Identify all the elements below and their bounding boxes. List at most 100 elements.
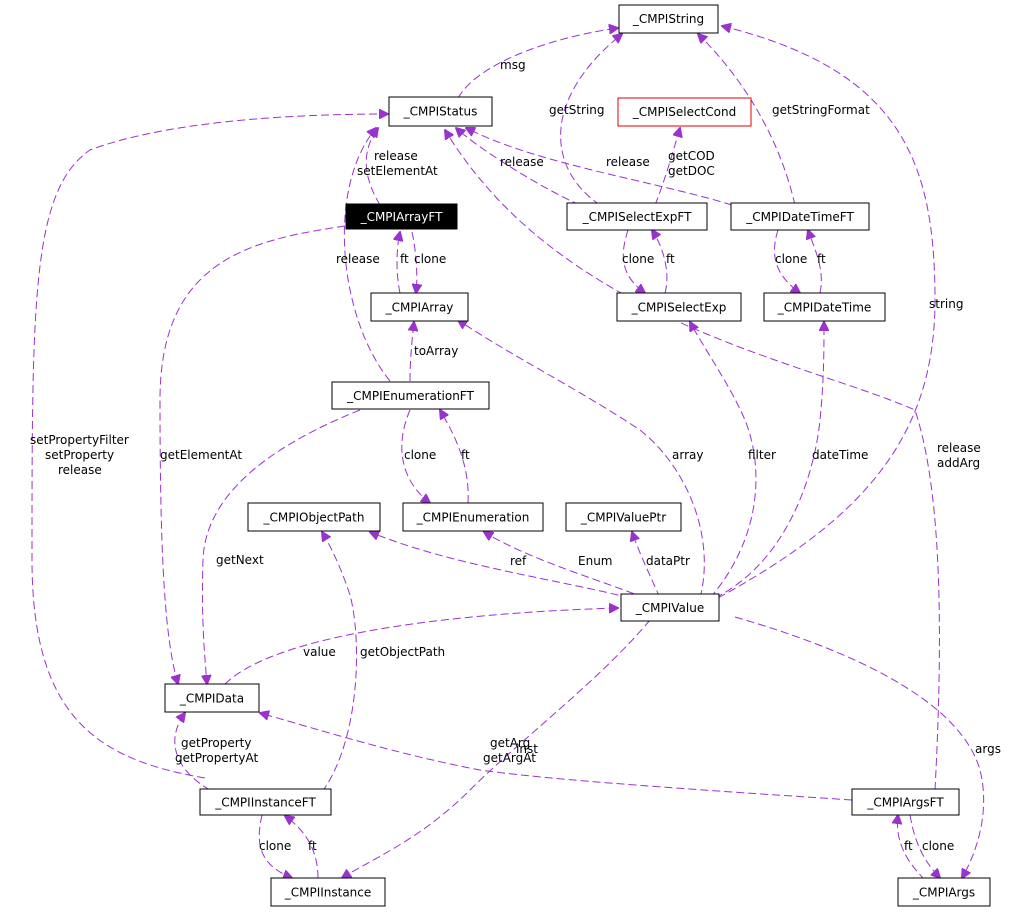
label-release-arrayft: release [336, 252, 380, 266]
edge-clone-inst [258, 814, 292, 878]
label-get-property-at: getPropertyAt [175, 751, 258, 765]
node-label: _CMPIArgs [912, 886, 975, 900]
edge-clone-selexp [622, 229, 645, 293]
node-cmpi-value-ptr[interactable]: _CMPIValuePtr [565, 502, 682, 532]
label-get-property: getProperty [181, 736, 251, 750]
edge-clone-args [909, 814, 940, 878]
edge-array [458, 320, 705, 599]
edge-msg [457, 28, 618, 99]
edge-data-ptr [632, 532, 661, 599]
label-get-arg-at: getArgAt [483, 751, 536, 765]
label-add-arg: addArg [937, 456, 980, 470]
node-cmpi-date-time-ft[interactable]: _CMPIDateTimeFT [730, 202, 870, 231]
edge-ft-array [397, 232, 400, 294]
node-label: _CMPIEnumeration [416, 511, 530, 525]
node-cmpi-array[interactable]: _CMPIArray [370, 292, 469, 322]
label-args: args [975, 742, 1001, 756]
edge-clone-enum [401, 409, 430, 503]
node-cmpi-instance-ft[interactable]: _CMPIInstanceFT [199, 788, 332, 816]
edge-args [734, 616, 985, 878]
edge-string [717, 26, 936, 599]
label-array: array [672, 448, 703, 462]
node-cmpi-enumeration[interactable]: _CMPIEnumeration [402, 502, 544, 532]
label-data-ptr: dataPtr [646, 554, 690, 568]
edge-ref [370, 532, 631, 599]
node-label: _CMPIEnumerationFT [346, 389, 474, 403]
label-clone-selexp: clone [622, 252, 654, 266]
label-clone-inst: clone [259, 839, 291, 853]
nodes: _CMPIString _CMPIStatus _CMPISelectCond … [164, 4, 991, 907]
edge-value [224, 608, 618, 685]
edge-inst [342, 619, 651, 878]
edge-release-enumerationft [343, 128, 391, 382]
node-cmpi-select-cond[interactable]: _CMPISelectCond [617, 97, 752, 127]
node-cmpi-data[interactable]: _CMPIData [164, 683, 260, 713]
node-cmpi-args-ft[interactable]: _CMPIArgsFT [851, 788, 960, 816]
edge-get-string-format [698, 34, 796, 206]
edge-get-arg [260, 713, 853, 801]
label-ft-array: ft [400, 252, 409, 266]
label-ft-enum: ft [461, 448, 470, 462]
edges [31, 26, 985, 881]
node-label: _CMPIArgsFT [866, 796, 944, 810]
label-value: value [303, 645, 336, 659]
label-get-cod: getCOD [668, 149, 715, 163]
node-label: _CMPIDateTime [777, 301, 872, 315]
label-ft-selexp: ft [666, 252, 675, 266]
edge-ft-selexp [652, 230, 668, 294]
edge-get-property [174, 713, 211, 791]
node-label: _CMPIInstance [284, 886, 372, 900]
edge-labels: msg getString getStringFormat release se… [30, 58, 1001, 853]
edge-ft-enum [440, 410, 469, 504]
label-set-property-filter: setPropertyFilter [30, 433, 129, 447]
edge-enum [484, 532, 646, 599]
label-get-element-at: getElementAt [160, 448, 242, 462]
node-cmpi-select-exp-ft[interactable]: _CMPISelectExpFT [566, 202, 708, 231]
node-label: _CMPIValuePtr [580, 511, 666, 525]
node-cmpi-instance[interactable]: _CMPIInstance [270, 877, 386, 907]
node-cmpi-enumeration-ft[interactable]: _CMPIEnumerationFT [331, 381, 490, 410]
label-release-b: release [606, 155, 650, 169]
label-release-a: release [500, 155, 544, 169]
label-set-element-at: setElementAt [357, 164, 438, 178]
edge-to-array [410, 322, 414, 382]
node-label: _CMPIArrayFT [360, 210, 444, 224]
node-cmpi-value[interactable]: _CMPIValue [620, 593, 720, 622]
edge-get-next [202, 409, 361, 684]
label-get-object-path: getObjectPath [360, 645, 445, 659]
label-enum: Enum [578, 554, 612, 568]
node-cmpi-date-time[interactable]: _CMPIDateTime [763, 292, 886, 322]
label-get-string: getString [549, 103, 605, 117]
label-get-string-format: getStringFormat [772, 103, 870, 117]
edge-clone-dt [774, 229, 800, 293]
label-get-doc: getDOC [668, 164, 715, 178]
node-cmpi-object-path[interactable]: _CMPIObjectPath [247, 502, 381, 532]
label-release-1: release [374, 149, 418, 163]
node-label: _CMPIValue [635, 601, 704, 615]
node-cmpi-array-ft[interactable]: _CMPIArrayFT [345, 203, 458, 230]
node-label: _CMPISelectExpFT [582, 210, 693, 224]
node-label: _CMPIArray [385, 301, 454, 315]
edge-clone-array [412, 231, 417, 293]
label-get-arg: getArg [490, 736, 530, 750]
edge-get-string [560, 34, 622, 206]
node-label: _CMPISelectExp [631, 301, 727, 315]
label-filter: filter [748, 448, 776, 462]
label-ft-dt: ft [817, 252, 826, 266]
node-label: _CMPIInstanceFT [214, 796, 316, 810]
label-ft-args: ft [904, 839, 913, 853]
label-string: string [929, 297, 963, 311]
edge-filter [690, 322, 757, 599]
label-clone-enum: clone [404, 448, 436, 462]
label-get-next: getNext [216, 553, 264, 567]
label-clone-dt: clone [775, 252, 807, 266]
edge-release-datetimeft [466, 128, 733, 206]
node-cmpi-select-exp[interactable]: _CMPISelectExp [616, 292, 742, 322]
node-cmpi-string[interactable]: _CMPIString [618, 4, 719, 34]
edge-date-time [714, 322, 824, 599]
label-clone-array: clone [414, 252, 446, 266]
edge-get-cod [654, 128, 680, 206]
node-cmpi-args[interactable]: _CMPIArgs [897, 877, 991, 907]
node-cmpi-status[interactable]: _CMPIStatus [388, 96, 493, 127]
